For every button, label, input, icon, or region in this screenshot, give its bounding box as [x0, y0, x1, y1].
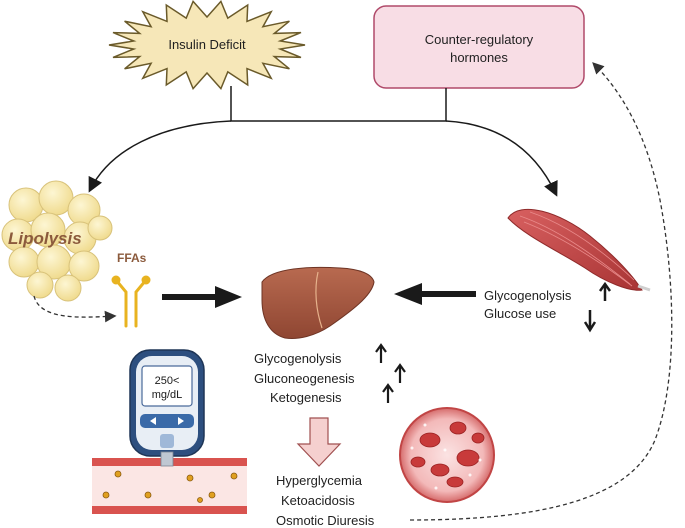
liver-effects: Glycogenolysis Gluconeogenesis Ketogenes…: [254, 343, 406, 405]
liver: [261, 266, 375, 339]
muscle-effects: Glycogenolysis Glucose use: [484, 281, 612, 333]
liver-to-outcomes-arrow: [296, 417, 342, 467]
skeletal-muscle: [507, 208, 651, 292]
glucometer-reading-value: 250<: [155, 375, 180, 387]
glucometer: 250< mg/dL: [129, 349, 205, 467]
liver-ligament: [315, 271, 323, 329]
hormone-label-line-1: Counter-regulatory: [425, 32, 534, 47]
lipolysis-label: Lipolysis: [8, 229, 82, 248]
ffas-label: FFAs: [117, 251, 147, 265]
outcomes: Hyperglycemia Ketoacidosis Osmotic Diure…: [276, 473, 375, 528]
ffa-to-liver-arrow: [162, 286, 242, 308]
glucometer-screen: [141, 365, 193, 407]
insulin-deficit-node: Insulin Deficit: [108, 0, 306, 90]
up-arrow-icon: [382, 383, 394, 403]
blood-cells: [399, 407, 495, 503]
outcome-hyperglycemia: Hyperglycemia: [276, 473, 363, 488]
up-arrow-icon: [598, 281, 612, 301]
right-button-icon: [178, 417, 184, 425]
outcome-ketoacidosis: Ketoacidosis: [281, 493, 355, 508]
up-arrow-icon: [375, 343, 387, 363]
lipolysis-to-ffa-dashed-arrow: [33, 295, 117, 323]
liver-effect-ketogenesis: Ketogenesis: [270, 390, 342, 405]
insulin-deficit-label: Insulin Deficit: [168, 37, 246, 52]
liver-effect-glycogenolysis: Glycogenolysis: [254, 351, 342, 366]
hormone-box: [373, 5, 585, 89]
starburst-shape: [108, 0, 306, 90]
arrow-to-muscle: [445, 120, 558, 197]
down-arrow-icon: [583, 310, 597, 333]
up-arrow-icon: [394, 363, 406, 383]
connector-bracket: [230, 86, 447, 122]
counter-regulatory-node: Counter-regulatory hormones: [373, 5, 585, 89]
trigger-connector: [88, 86, 558, 197]
fat-cell-cluster: [1, 180, 113, 302]
left-button-icon: [150, 417, 156, 425]
muscle-effect-glycogenolysis: Glycogenolysis: [484, 288, 572, 303]
glucometer-reading-unit: mg/dL: [152, 389, 183, 401]
glucose-particles: [102, 470, 238, 503]
outcome-osmotic-diuresis: Osmotic Diuresis: [276, 513, 375, 528]
arrow-to-adipose: [88, 120, 232, 193]
ffa-molecule-icon: [111, 275, 151, 328]
muscle-tendon: [637, 284, 651, 292]
feedback-dashed-arrow: [409, 62, 673, 521]
hormone-label-line-2: hormones: [450, 50, 508, 65]
muscle-effect-glucose-use: Glucose use: [484, 306, 556, 321]
liver-effect-gluconeogenesis: Gluconeogenesis: [254, 371, 355, 386]
liver-icon: [261, 266, 375, 339]
test-strip: [160, 451, 174, 467]
adipose-tissue: Lipolysis FFAs: [1, 180, 151, 328]
muscle-to-liver-arrow: [394, 283, 476, 305]
